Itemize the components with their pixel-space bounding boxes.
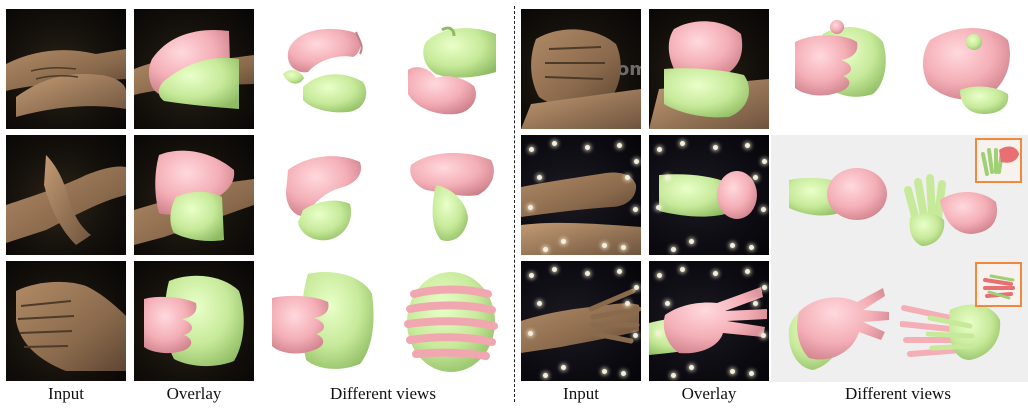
studio-light-dot — [528, 205, 533, 210]
caption-input-left: Input — [48, 384, 84, 403]
studio-light-dot — [537, 301, 542, 306]
overlay-image-left-row3 — [134, 261, 254, 381]
view-left-row1-b — [396, 12, 506, 122]
studio-light-dot — [656, 331, 661, 336]
view-right-row3-b — [900, 280, 1010, 370]
view-right-row2-a — [785, 150, 895, 240]
studio-light-dot — [634, 285, 639, 290]
studio-light-dot — [689, 239, 694, 244]
studio-light-dot — [543, 373, 548, 378]
studio-light-dot — [625, 301, 630, 306]
input-image-right-row2 — [521, 135, 641, 255]
studio-light-dot — [713, 271, 718, 276]
studio-light-dot — [657, 273, 662, 278]
studio-light-dot — [621, 245, 626, 250]
view-right-row1-a — [785, 12, 895, 122]
studio-light-dot — [753, 175, 758, 180]
studio-light-dot — [625, 175, 630, 180]
studio-light-dot — [762, 285, 767, 290]
studio-light-dot — [552, 267, 557, 272]
inset-thumbnail-row2 — [975, 138, 1022, 183]
overlay-image-right-row1 — [649, 9, 769, 129]
studio-light-dot — [665, 301, 670, 306]
caption-views-right: Different views — [845, 384, 951, 403]
studio-light-dot — [730, 243, 735, 248]
studio-light-dot — [656, 205, 661, 210]
studio-light-dot — [749, 245, 754, 250]
studio-light-dot — [730, 369, 735, 374]
studio-light-dot — [753, 301, 758, 306]
caption-overlay-left: Overlay — [166, 384, 222, 403]
studio-light-dot — [633, 207, 638, 212]
view-left-row1-a — [268, 12, 378, 122]
studio-light-dot — [749, 371, 754, 376]
view-right-row2-b — [900, 170, 1010, 255]
caption-views-left: Different views — [330, 384, 436, 403]
overlay-image-left-row2 — [134, 135, 254, 255]
studio-light-dot — [762, 159, 767, 164]
studio-light-dot — [561, 239, 566, 244]
input-image-left-row2 — [6, 135, 126, 255]
overlay-image-right-row3 — [649, 261, 769, 381]
studio-light-dot — [602, 369, 607, 374]
view-right-row1-b — [910, 12, 1020, 122]
view-left-row3-b — [396, 264, 506, 379]
studio-light-dot — [761, 207, 766, 212]
studio-light-dot — [529, 273, 534, 278]
overlay-image-left-row1 — [134, 9, 254, 129]
studio-light-dot — [745, 143, 750, 148]
studio-light-dot — [602, 243, 607, 248]
studio-light-dot — [585, 145, 590, 150]
inset-thumbnail-row3 — [975, 262, 1022, 307]
caption-input-right: Input — [563, 384, 599, 403]
studio-light-dot — [552, 141, 557, 146]
studio-light-dot — [657, 147, 662, 152]
studio-light-dot — [671, 247, 676, 252]
studio-light-dot — [680, 141, 685, 146]
studio-light-dot — [585, 271, 590, 276]
studio-light-dot — [617, 269, 622, 274]
studio-light-dot — [745, 269, 750, 274]
studio-light-dot — [689, 365, 694, 370]
studio-light-dot — [633, 333, 638, 338]
studio-light-dot — [713, 145, 718, 150]
input-image-left-row1 — [6, 9, 126, 129]
studio-light-dot — [621, 371, 626, 376]
studio-light-dot — [761, 333, 766, 338]
studio-light-dot — [543, 247, 548, 252]
input-image-right-row3 — [521, 261, 641, 381]
studio-light-dot — [537, 175, 542, 180]
studio-light-dot — [617, 143, 622, 148]
group-divider — [514, 6, 515, 402]
overlay-image-right-row2 — [649, 135, 769, 255]
input-image-right-row1: Xom — [521, 9, 641, 129]
studio-light-dot — [665, 175, 670, 180]
studio-light-dot — [561, 365, 566, 370]
studio-light-dot — [634, 159, 639, 164]
studio-light-dot — [528, 331, 533, 336]
studio-light-dot — [671, 373, 676, 378]
studio-light-dot — [680, 267, 685, 272]
studio-light-dot — [529, 147, 534, 152]
view-left-row3-a — [268, 264, 378, 379]
input-image-left-row3 — [6, 261, 126, 381]
caption-overlay-right: Overlay — [681, 384, 737, 403]
view-left-row2-a — [268, 140, 378, 250]
view-left-row2-b — [396, 140, 506, 250]
view-right-row3-a — [785, 268, 895, 378]
